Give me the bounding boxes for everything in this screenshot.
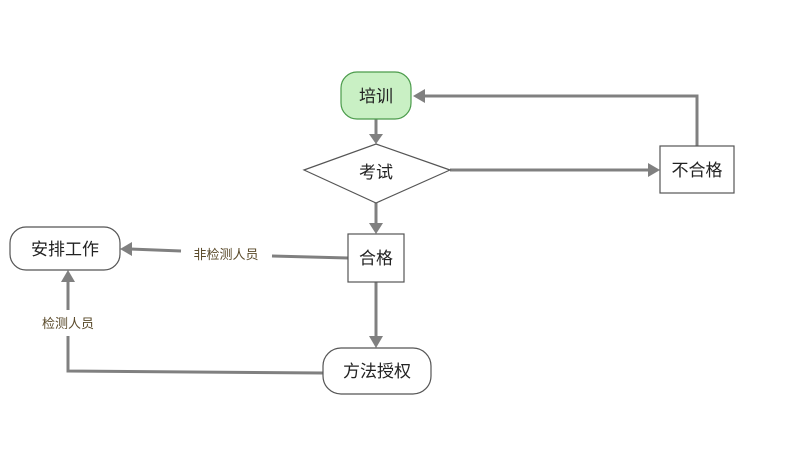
node-training[interactable]: 培训: [340, 71, 412, 120]
node-arrange-work-shape: [9, 226, 121, 271]
node-exam-label: 考试: [359, 163, 393, 183]
edge-method-to-arrange-lower: [66, 336, 324, 375]
node-qualified[interactable]: 合格: [347, 233, 405, 283]
node-qualified-label: 合格: [359, 249, 393, 269]
node-qualified-shape: [347, 233, 405, 283]
node-exam-diamond: [302, 143, 452, 204]
node-training-shape: [340, 71, 412, 120]
node-arrange-work[interactable]: 安排工作: [9, 226, 121, 271]
arrow-training-to-exam: [369, 134, 383, 144]
node-unqualified[interactable]: 不合格: [659, 145, 735, 194]
edge-unqualified-to-training: [425, 94, 699, 146]
arrow-qualified-to-method: [369, 336, 383, 348]
arrow-method-to-arrange: [61, 270, 75, 282]
node-exam[interactable]: 考试: [302, 143, 452, 204]
node-method-authorization-label: 方法授权: [343, 362, 411, 382]
node-method-authorization-shape: [322, 347, 432, 395]
edge-label-non-inspector: 非检测人员: [193, 248, 258, 263]
edges: [61, 89, 699, 375]
node-unqualified-label: 不合格: [672, 161, 723, 181]
arrow-qualified-to-arrange: [120, 242, 132, 256]
edge-qualified-to-arrange-segment: [271, 254, 349, 260]
edge-label-inspector: 检测人员: [42, 317, 94, 332]
node-arrange-work-label: 安排工作: [31, 240, 99, 260]
node-method-authorization[interactable]: 方法授权: [322, 347, 432, 395]
edge-labels: 非检测人员 检测人员: [42, 248, 259, 332]
arrow-exam-to-unqualified: [648, 163, 660, 177]
arrow-unqualified-to-training: [413, 89, 425, 103]
node-unqualified-shape: [659, 145, 735, 194]
edge-label-to-arrange-segment: [129, 247, 182, 253]
arrow-exam-to-qualified: [369, 223, 383, 234]
nodes: 培训 考试 不合格 合格 安排工作 方法授权: [9, 71, 735, 395]
node-training-label: 培训: [359, 87, 393, 107]
